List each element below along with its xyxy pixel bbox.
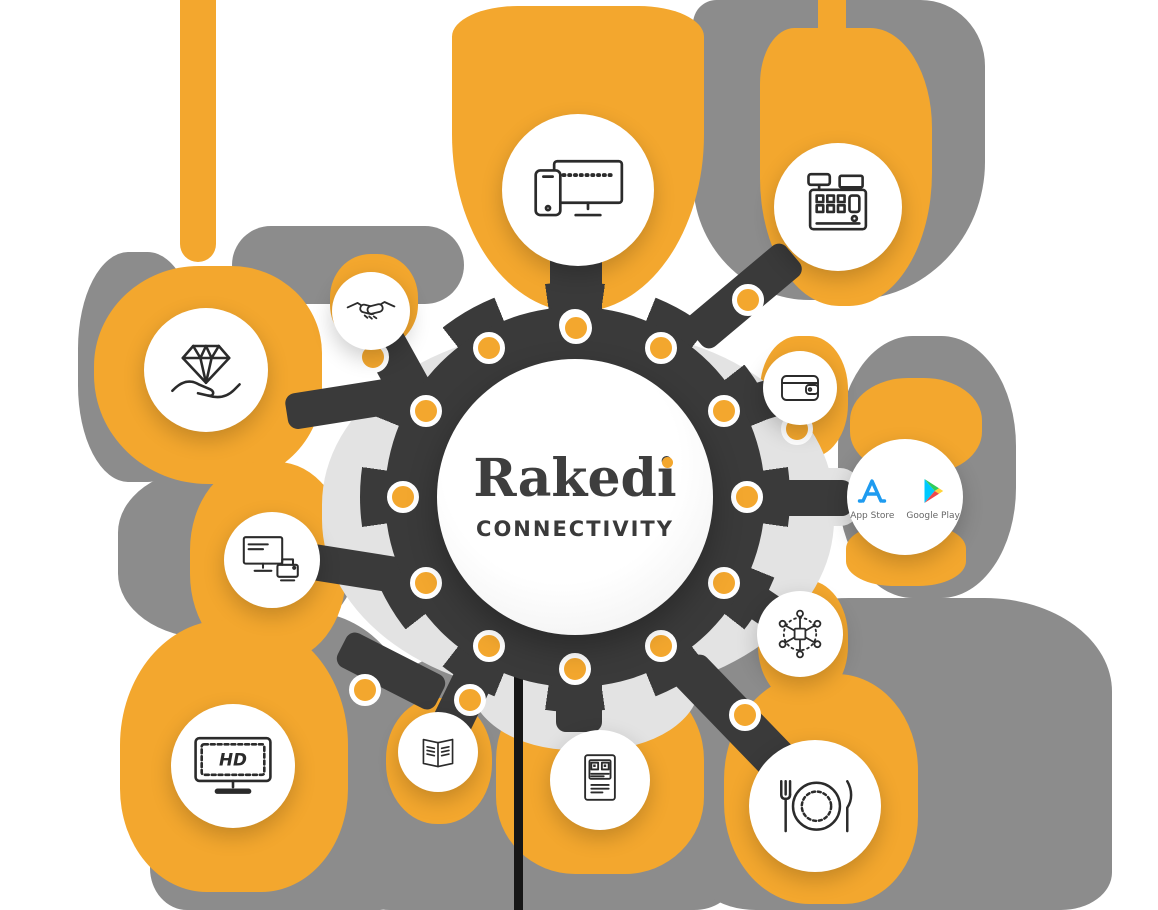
node-multi-device: [502, 114, 654, 266]
ring-dot: [645, 630, 677, 662]
node-restaurant: [749, 740, 881, 872]
ring-dot: [473, 630, 505, 662]
node-pc-printer: [224, 512, 320, 608]
brochure-icon: [422, 738, 454, 768]
brand-name: Rakedi: [473, 453, 676, 505]
arm-dot: [729, 699, 761, 731]
brand-text: Rakedi: [473, 448, 677, 509]
hand-diamond-icon: [171, 344, 241, 399]
google-play-badge: Google Play: [906, 474, 960, 521]
node-partnership: [332, 272, 410, 350]
blob-yellow-strip-left: [180, 0, 216, 262]
hd-label: HD: [219, 750, 247, 770]
node-menu-brochure: [398, 712, 478, 792]
hd-tv-icon: HD: [194, 737, 272, 795]
plate-cutlery-icon: [780, 779, 853, 833]
node-payments: [763, 351, 837, 425]
responsive-devices-icon: [534, 159, 624, 216]
node-network: [757, 591, 843, 677]
arm-dot: [560, 312, 592, 344]
app-store-label: App Store: [850, 510, 895, 521]
arm-dot: [732, 284, 764, 316]
wallet-icon: [781, 375, 819, 401]
center-circle: Rakedi CONNECTIVITY: [437, 359, 713, 635]
computer-printer-icon: [242, 536, 299, 582]
google-play-icon: [924, 478, 944, 503]
ring-dot: [645, 332, 677, 364]
ring-dot: [708, 567, 740, 599]
arm-dot: [454, 684, 486, 716]
ring-dot: [387, 481, 419, 513]
ring-dot: [708, 395, 740, 427]
arm-dot: [349, 674, 381, 706]
qr-kiosk-icon: [584, 754, 616, 801]
ring-dot: [410, 395, 442, 427]
handshake-icon: [346, 301, 396, 320]
connected-network-icon: [778, 609, 822, 659]
connector-line-bottom: [514, 650, 523, 910]
node-hd-display: HD: [171, 704, 295, 828]
app-store-badge: App Store: [850, 474, 894, 521]
brand-i-dot: [661, 457, 673, 468]
brand-subtitle: CONNECTIVITY: [476, 517, 674, 541]
google-play-label: Google Play: [906, 510, 960, 521]
cash-register-icon: [807, 172, 868, 231]
node-premium-service: [144, 308, 268, 432]
ring-dot: [731, 481, 763, 513]
ring-dot: [410, 567, 442, 599]
app-store-icon: [858, 478, 887, 503]
store-badges: App Store Google Play: [850, 474, 960, 521]
ring-dot: [473, 332, 505, 364]
node-pos-terminal: [774, 143, 902, 271]
node-qr-kiosk: [550, 730, 650, 830]
node-mobile-apps: App Store Google Play: [847, 439, 963, 555]
ring-dot: [559, 653, 591, 685]
